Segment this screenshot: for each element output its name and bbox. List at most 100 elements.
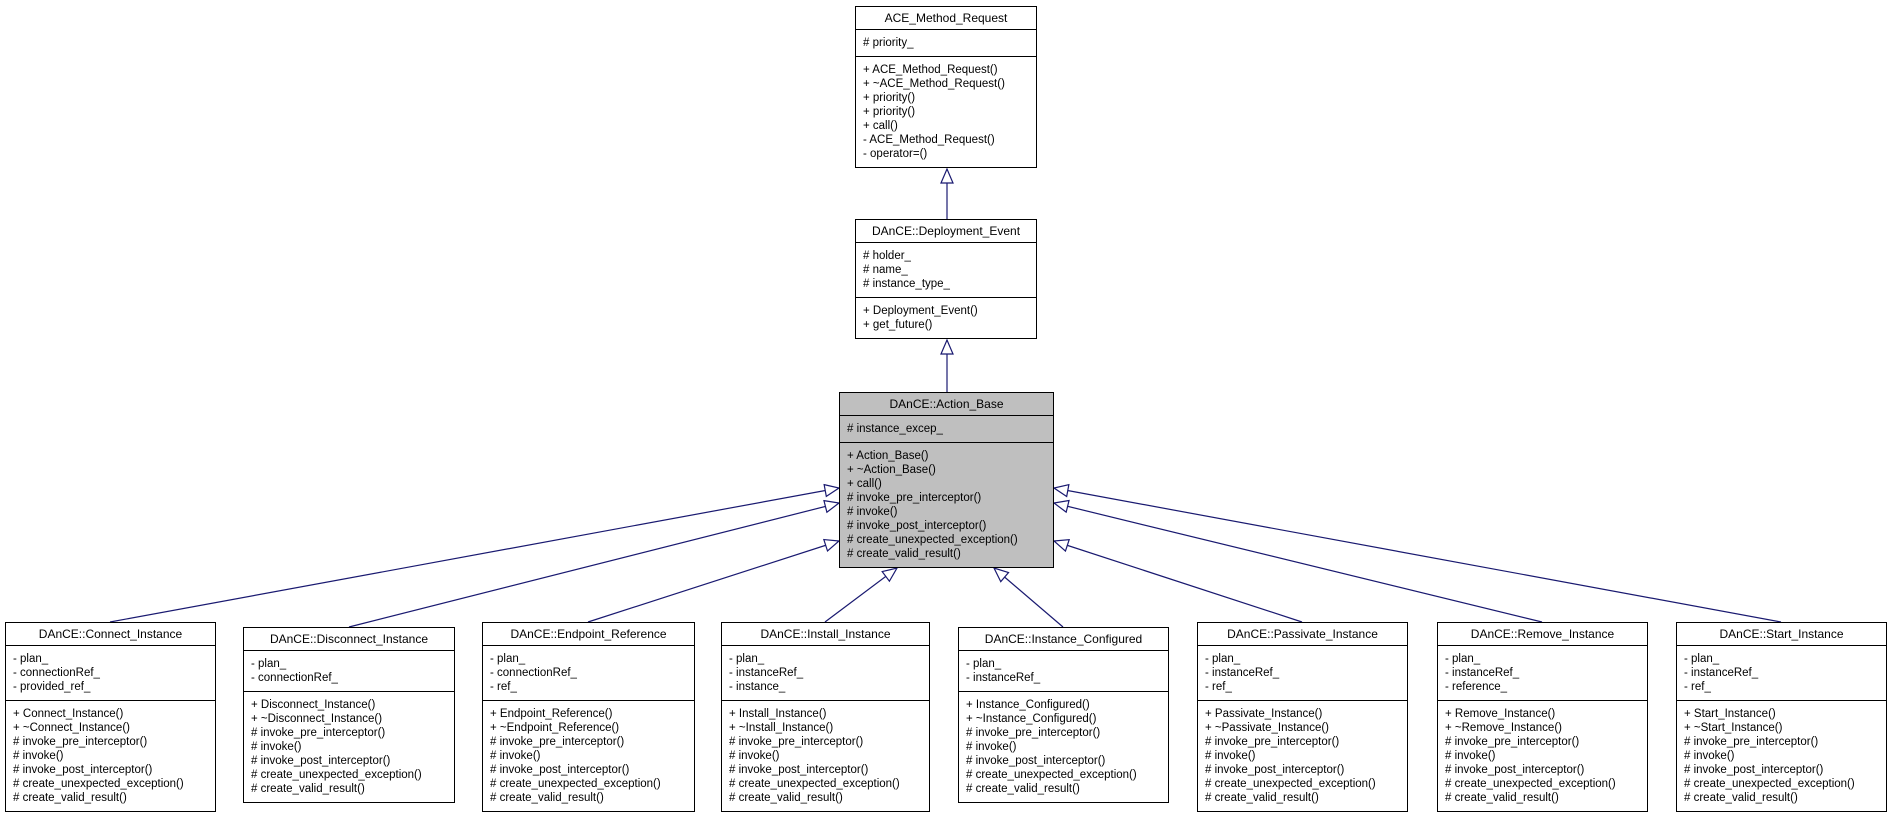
class-method: # invoke_pre_interceptor() xyxy=(490,736,625,748)
class-attribute: # name_ xyxy=(863,264,908,276)
inheritance-arrow-dance-endpoint-reference-to-dance-action-base xyxy=(587,538,841,623)
class-attribute: - instanceRef_ xyxy=(1445,667,1520,679)
class-title: DAnCE::Instance_Configured xyxy=(959,628,1168,651)
class-title: ACE_Method_Request xyxy=(856,7,1036,30)
class-method: # invoke_post_interceptor() xyxy=(13,764,153,776)
class-method: # invoke_post_interceptor() xyxy=(1684,764,1824,776)
class-title: DAnCE::Passivate_Instance xyxy=(1198,623,1407,646)
class-box-dance-disconnect-instance[interactable]: DAnCE::Disconnect_Instance - plan_- conn… xyxy=(243,627,455,803)
class-method: + ~ACE_Method_Request() xyxy=(863,78,1005,90)
class-method: + ~Start_Instance() xyxy=(1684,722,1783,734)
inheritance-arrow-dance-install-instance-to-dance-action-base xyxy=(824,567,899,623)
class-method: # create_valid_result() xyxy=(13,792,127,804)
class-method: + Disconnect_Instance() xyxy=(251,699,376,711)
class-method: # create_valid_result() xyxy=(490,792,604,804)
class-box-dance-instance-configured[interactable]: DAnCE::Instance_Configured - plan_- inst… xyxy=(958,627,1169,803)
class-attribute: - instanceRef_ xyxy=(729,667,804,679)
inheritance-arrow-dance-start-instance-to-dance-action-base xyxy=(1052,483,1782,623)
class-methods: + Endpoint_Reference()+ ~Endpoint_Refere… xyxy=(483,701,694,811)
class-box-dance-passivate-instance[interactable]: DAnCE::Passivate_Instance - plan_- insta… xyxy=(1197,622,1408,812)
class-attribute: - instanceRef_ xyxy=(1205,667,1280,679)
class-attribute: - connectionRef_ xyxy=(251,672,338,684)
class-method: # create_valid_result() xyxy=(1445,792,1559,804)
class-method: + priority() xyxy=(863,106,916,118)
class-box-ace-method-request[interactable]: ACE_Method_Request # priority_ + ACE_Met… xyxy=(855,6,1037,168)
class-method: # create_unexpected_exception() xyxy=(251,769,422,781)
class-method: # invoke_post_interceptor() xyxy=(1205,764,1345,776)
class-attributes: # instance_excep_ xyxy=(840,416,1053,443)
class-method: # create_unexpected_exception() xyxy=(966,769,1137,781)
class-attribute: - plan_ xyxy=(1445,653,1481,665)
class-method: # invoke() xyxy=(847,506,898,518)
class-attribute: # instance_excep_ xyxy=(847,423,943,435)
class-method: # invoke_post_interceptor() xyxy=(729,764,869,776)
class-attributes: - plan_- instanceRef_- ref_ xyxy=(1198,646,1407,701)
class-method: # invoke_pre_interceptor() xyxy=(966,727,1101,739)
class-method: + Action_Base() xyxy=(847,450,929,462)
class-attribute: - instanceRef_ xyxy=(966,672,1041,684)
class-title: DAnCE::Deployment_Event xyxy=(856,220,1036,243)
class-methods: + Connect_Instance()+ ~Connect_Instance(… xyxy=(6,701,215,811)
class-box-dance-remove-instance[interactable]: DAnCE::Remove_Instance - plan_- instance… xyxy=(1437,622,1648,812)
class-attribute: - ref_ xyxy=(1205,681,1232,693)
class-method: - ACE_Method_Request() xyxy=(863,134,995,146)
class-attributes: # holder_ # name_ # instance_type_ xyxy=(856,243,1036,298)
class-attribute: # priority_ xyxy=(863,37,914,49)
class-attribute: # holder_ xyxy=(863,250,911,262)
class-method: + Install_Instance() xyxy=(729,708,827,720)
class-attributes: - plan_ - connectionRef_ xyxy=(244,651,454,692)
class-box-dance-start-instance[interactable]: DAnCE::Start_Instance - plan_- instanceR… xyxy=(1676,622,1887,812)
inheritance-arrow-dance-disconnect-instance-to-dance-action-base xyxy=(348,499,841,628)
class-method: + priority() xyxy=(863,92,916,104)
class-attribute: - plan_ xyxy=(13,653,49,665)
class-method: # invoke_post_interceptor() xyxy=(966,755,1106,767)
class-attribute: - plan_ xyxy=(490,653,526,665)
class-methods: + Remove_Instance()+ ~Remove_Instance()#… xyxy=(1438,701,1647,811)
class-attribute: # instance_type_ xyxy=(863,278,950,290)
class-methods: + Passivate_Instance()+ ~Passivate_Insta… xyxy=(1198,701,1407,811)
class-method: - operator=() xyxy=(863,148,928,160)
inheritance-arrow-dance-instance-configured-to-dance-action-base xyxy=(992,567,1064,628)
class-box-dance-connect-instance[interactable]: DAnCE::Connect_Instance - plan_- connect… xyxy=(5,622,216,812)
class-title: DAnCE::Disconnect_Instance xyxy=(244,628,454,651)
class-method: # invoke_post_interceptor() xyxy=(490,764,630,776)
class-attributes: - plan_- connectionRef_- provided_ref_ xyxy=(6,646,215,701)
class-method: # create_valid_result() xyxy=(1684,792,1798,804)
class-method: # create_unexpected_exception() xyxy=(1445,778,1616,790)
class-attribute: - plan_ xyxy=(251,658,287,670)
class-attribute: - instanceRef_ xyxy=(1684,667,1759,679)
inheritance-arrow-dance-remove-instance-to-dance-action-base xyxy=(1052,499,1543,623)
class-method: # invoke() xyxy=(729,750,780,762)
class-attributes: - plan_- instanceRef_- ref_ xyxy=(1677,646,1886,701)
class-method: + Passivate_Instance() xyxy=(1205,708,1323,720)
class-attribute: - plan_ xyxy=(729,653,765,665)
class-method: # invoke() xyxy=(1684,750,1735,762)
class-methods: + ACE_Method_Request()+ ~ACE_Method_Requ… xyxy=(856,57,1036,167)
class-method: + call() xyxy=(847,478,882,490)
class-title: DAnCE::Install_Instance xyxy=(722,623,929,646)
class-method: # create_valid_result() xyxy=(729,792,843,804)
class-method: # create_unexpected_exception() xyxy=(729,778,900,790)
class-method: + Remove_Instance() xyxy=(1445,708,1556,720)
inheritance-arrow-dance-passivate-instance-to-dance-action-base xyxy=(1052,538,1303,623)
class-method: # invoke() xyxy=(966,741,1017,753)
class-method: + Connect_Instance() xyxy=(13,708,124,720)
class-method: + ~Action_Base() xyxy=(847,464,936,476)
class-box-dance-deployment-event[interactable]: DAnCE::Deployment_Event # holder_# name_… xyxy=(855,219,1037,339)
class-method: # invoke_pre_interceptor() xyxy=(847,492,982,504)
class-box-dance-action-base[interactable]: DAnCE::Action_Base # instance_excep_ + A… xyxy=(839,392,1054,568)
class-box-dance-install-instance[interactable]: DAnCE::Install_Instance - plan_- instanc… xyxy=(721,622,930,812)
class-method: + get_future() xyxy=(863,319,933,331)
class-attribute: - connectionRef_ xyxy=(13,667,100,679)
class-box-dance-endpoint-reference[interactable]: DAnCE::Endpoint_Reference - plan_- conne… xyxy=(482,622,695,812)
class-attributes: - plan_- connectionRef_- ref_ xyxy=(483,646,694,701)
class-attribute: - instance_ xyxy=(729,681,786,693)
class-method: + ~Instance_Configured() xyxy=(966,713,1097,725)
class-attributes: - plan_- instanceRef_ xyxy=(959,651,1168,692)
class-attribute: - connectionRef_ xyxy=(490,667,577,679)
class-method: # invoke_pre_interceptor() xyxy=(1684,736,1819,748)
class-attributes: # priority_ xyxy=(856,30,1036,57)
class-method: # create_unexpected_exception() xyxy=(1684,778,1855,790)
class-method: # invoke() xyxy=(13,750,64,762)
